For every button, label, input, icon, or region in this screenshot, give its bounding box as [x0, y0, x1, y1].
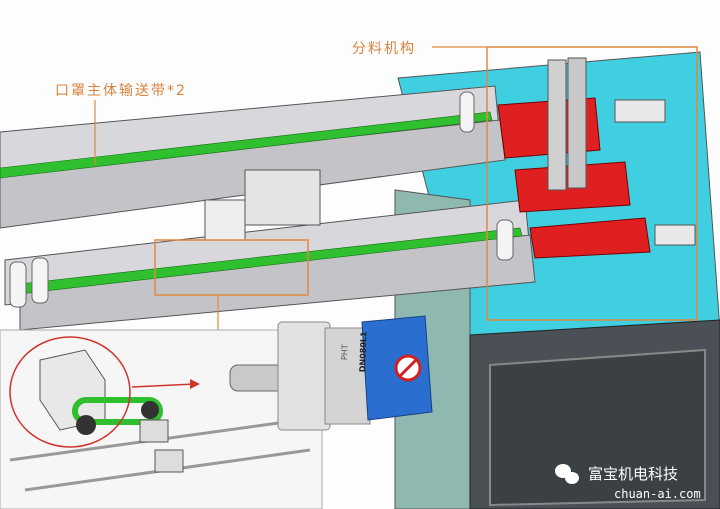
sorting-mechanism-highlight-box [486, 46, 698, 321]
pulley [76, 415, 96, 435]
watermark-site: chuan-ai.com [614, 487, 701, 501]
sorting-mechanism-label: 分料机构 [352, 41, 416, 57]
pulley [141, 401, 159, 419]
upper-green-belt [0, 111, 493, 179]
motor-block [244, 169, 321, 226]
cabinet-door [489, 348, 706, 507]
bracket [654, 224, 696, 246]
watermark-name: 富宝机电科技 [588, 465, 679, 483]
vertical-post [547, 59, 567, 191]
motor-block [204, 199, 246, 241]
roller [459, 91, 475, 133]
bearing-block [139, 419, 169, 443]
roller [31, 257, 49, 304]
red-highlight-ellipse [9, 336, 131, 448]
bracket [614, 99, 666, 123]
red-arrow [131, 383, 196, 388]
gearbox-brand: PHT [340, 344, 350, 361]
gearbox-model: DN080L1 [358, 331, 369, 373]
no-touch-sign-slash [397, 357, 419, 379]
inset-belt [72, 397, 163, 425]
wechat-icon [555, 464, 579, 484]
gearbox-flange [277, 321, 331, 431]
vertical-post [567, 57, 587, 189]
gearbox-body [324, 327, 371, 425]
motor-highlight-box [154, 239, 309, 296]
red-arrow-head [190, 379, 200, 389]
roller [496, 219, 514, 261]
red-sorting-block [529, 217, 651, 259]
mask-conveyor-label: 口罩主体输送带*2 [55, 83, 187, 99]
bearing-block [154, 449, 184, 473]
roller [9, 261, 27, 308]
